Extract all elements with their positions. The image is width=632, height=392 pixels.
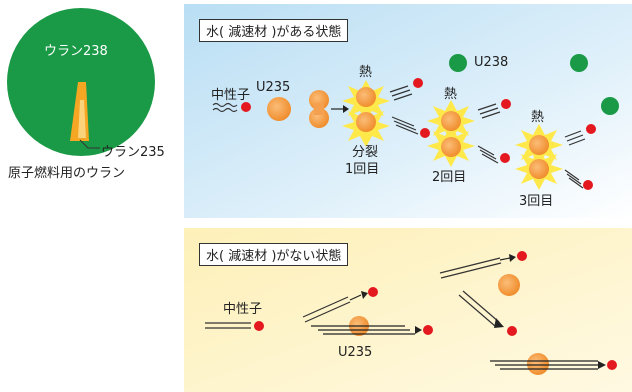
generation-1-label: 1回目 <box>345 162 380 177</box>
fast-neutron-1a <box>389 78 423 101</box>
deflected-neutron-down <box>458 290 517 336</box>
fast-neutron-2a <box>477 99 511 119</box>
splitting-nucleus <box>309 90 329 128</box>
pie-leader-line <box>79 139 100 149</box>
neutron-label-top: 中性子 <box>211 88 251 103</box>
fast-neutron-1b <box>391 116 430 138</box>
incoming-neutron-wave-2 <box>212 107 238 113</box>
incoming-neutron <box>241 102 251 112</box>
uranium-pie-chart <box>7 8 155 156</box>
u235-label-bottom: U235 <box>338 345 373 360</box>
fast-neutron-2b <box>477 145 510 164</box>
generation-2-label: 2回目 <box>432 170 467 185</box>
fast-neutron-3b <box>564 169 593 190</box>
fission-burst-3 <box>515 124 563 190</box>
fast-neutron-pass-u235 <box>311 316 433 336</box>
pie-caption: 原子燃料用のウラン <box>8 166 126 181</box>
u238-legend-label: U238 <box>474 55 509 70</box>
heat-label-1: 熱 <box>359 65 373 80</box>
without-moderator-title: 水( 減速材 )がない状態 <box>199 243 349 266</box>
with-moderator-title: 水( 減速材 )がある状態 <box>199 19 349 42</box>
pie-u235-highlight <box>78 100 86 138</box>
u235-nucleus <box>267 97 291 121</box>
fission-burst-1 <box>342 80 390 147</box>
heat-label-2: 熱 <box>444 87 458 102</box>
pie-u238-label: ウラン238 <box>44 44 108 59</box>
fast-neutron-pass-bottom <box>490 353 617 375</box>
fission-burst-2 <box>427 100 475 167</box>
incoming-neutron-wave-1 <box>212 102 238 108</box>
pie-u235-label: ウラン235 <box>101 145 165 160</box>
fast-neutron-3a <box>564 124 596 146</box>
u238-atom-2 <box>601 97 619 115</box>
arrow-to-fission-head <box>343 105 349 113</box>
deflected-neutron-up <box>302 287 378 323</box>
u238-atom-1 <box>570 54 588 72</box>
heat-label-3: 熱 <box>531 110 545 125</box>
deflected-neutron-top <box>439 251 527 296</box>
u235-label-top: U235 <box>256 80 291 95</box>
fission-label: 分裂 <box>352 145 379 160</box>
u238-atom-legend <box>449 54 467 72</box>
neutron-label-bottom: 中性子 <box>223 302 263 317</box>
generation-3-label: 3回目 <box>519 194 554 209</box>
slow-neutron-incoming <box>205 321 264 331</box>
